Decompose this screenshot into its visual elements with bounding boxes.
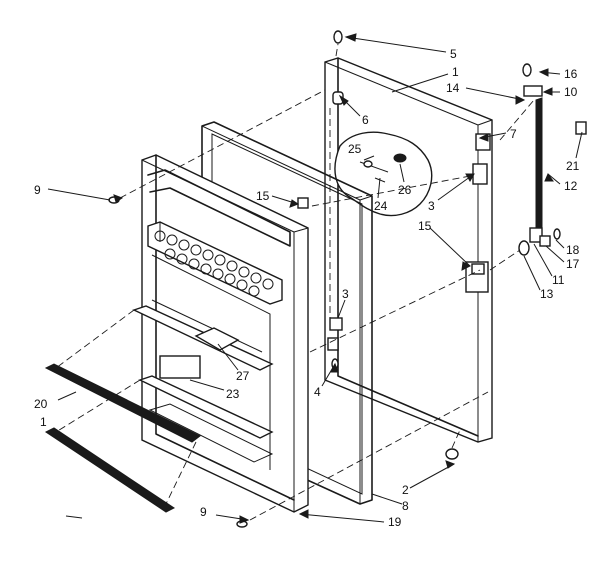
hinge-bar [518, 63, 587, 256]
stray-mark [65, 515, 83, 519]
callout-12: 12 [564, 179, 578, 193]
hardware-parts [108, 30, 485, 528]
callout-14: 14 [446, 81, 460, 95]
callout-5: 5 [450, 47, 457, 61]
door-shelf-bars [44, 363, 201, 513]
callout-21: 21 [566, 159, 580, 173]
callout-20: 20 [34, 397, 48, 411]
callout-3-top: 3 [428, 199, 435, 213]
callout-labels: 5 1 14 16 10 6 7 25 21 26 12 9 15 3 24 1… [34, 47, 580, 529]
callout-15-top: 15 [256, 189, 270, 203]
callout-24: 24 [374, 199, 388, 213]
callout-10: 10 [564, 85, 578, 99]
door-liner [132, 154, 309, 513]
callout-3-mid: 3 [342, 287, 349, 301]
callout-4: 4 [314, 385, 321, 399]
callout-15-mid: 15 [418, 219, 432, 233]
callout-17: 17 [566, 257, 580, 271]
callout-16: 16 [564, 67, 578, 81]
callout-9-bottom: 9 [200, 505, 207, 519]
callout-23: 23 [226, 387, 240, 401]
callout-27: 27 [236, 369, 250, 383]
callout-19: 19 [388, 515, 402, 529]
callout-25: 25 [348, 142, 362, 156]
projection-lines [55, 43, 535, 521]
callout-2: 2 [402, 483, 409, 497]
egg-holes [154, 230, 274, 297]
callout-13: 13 [540, 287, 554, 301]
callout-6: 6 [362, 113, 369, 127]
leader-lines [47, 36, 583, 523]
callout-18: 18 [566, 243, 580, 257]
callout-11: 11 [552, 273, 565, 287]
outer-door-panel [324, 57, 493, 443]
insulation-patch [334, 131, 433, 217]
callout-8: 8 [402, 499, 409, 513]
callout-1: 1 [452, 65, 459, 79]
callout-26: 26 [398, 183, 412, 197]
arrowheads [113, 33, 554, 524]
callout-9-top: 9 [34, 183, 41, 197]
callout-7: 7 [510, 127, 517, 141]
callout-1-left: 1 [40, 415, 47, 429]
